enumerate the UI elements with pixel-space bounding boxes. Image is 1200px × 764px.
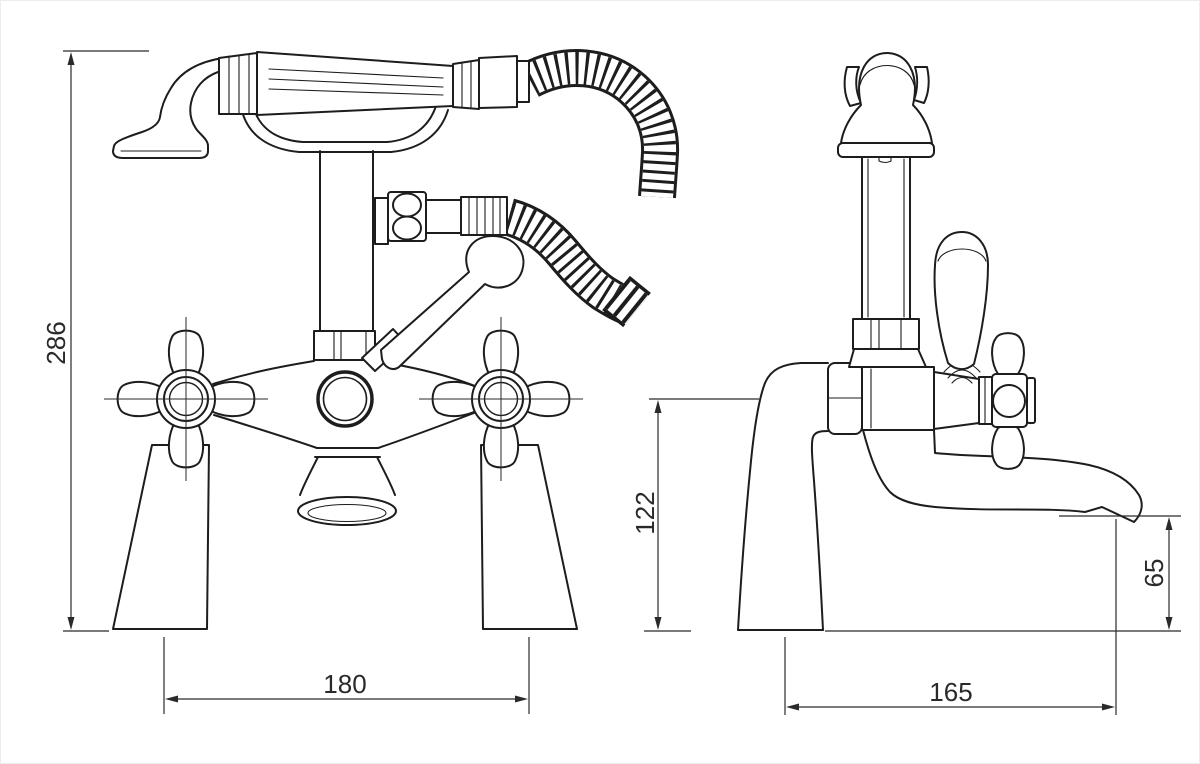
shower-hose-upper (521, 49, 680, 199)
handset-cradle (241, 105, 449, 153)
spout-front (297, 447, 397, 526)
dim-handle-centres: 180 (163, 637, 530, 714)
handle-hub (991, 373, 1028, 428)
diverter-lever-front (361, 234, 525, 372)
dim-spout-clearance: 65 (1059, 515, 1181, 630)
handset-front (112, 51, 530, 159)
cross-handle-side (991, 332, 1036, 470)
dim-label-handle-centres: 180 (323, 669, 366, 699)
riser-column-front (319, 150, 374, 332)
valve-cylinder (861, 366, 935, 431)
dim-overall-height: 286 (41, 50, 149, 632)
side-view (737, 52, 1143, 631)
dim-label-inlet-height: 122 (630, 491, 660, 534)
valve-body-side (827, 362, 993, 435)
column-hex-nut-side (852, 318, 920, 350)
dim-spout-projection: 165 (784, 519, 1117, 715)
diverter-boss (316, 370, 374, 428)
dim-label-spout-projection: 165 (929, 677, 972, 707)
cross-handle-right (419, 317, 583, 481)
handset-side (837, 52, 935, 164)
handset-head (112, 57, 224, 159)
handle-lobe-bottom (991, 424, 1025, 470)
mounting-leg-left (112, 444, 210, 630)
diverter-lever-side (933, 231, 989, 384)
dimensions: 286 180 122 65 (41, 50, 1181, 715)
dim-label-overall-height: 286 (41, 321, 71, 364)
cross-handle-left (104, 317, 268, 481)
handset-collar (218, 52, 258, 115)
mounting-leg-side (737, 362, 829, 631)
handset-face-rim (837, 142, 935, 158)
dim-inlet-height: 122 (630, 398, 759, 632)
spout-side (862, 429, 1143, 523)
cradle-ear-right (913, 66, 930, 104)
dim-label-spout-clearance: 65 (1139, 559, 1169, 588)
riser-column-side (848, 156, 927, 368)
valve-taper (933, 371, 980, 430)
grip-end-rings (452, 59, 480, 110)
hose-outlet-connector (374, 191, 508, 245)
hose-nut (478, 55, 518, 109)
handle-lobe-top (991, 332, 1025, 378)
front-view (104, 49, 680, 630)
shower-hose-lower (503, 198, 651, 328)
mounting-leg-right (480, 444, 578, 630)
